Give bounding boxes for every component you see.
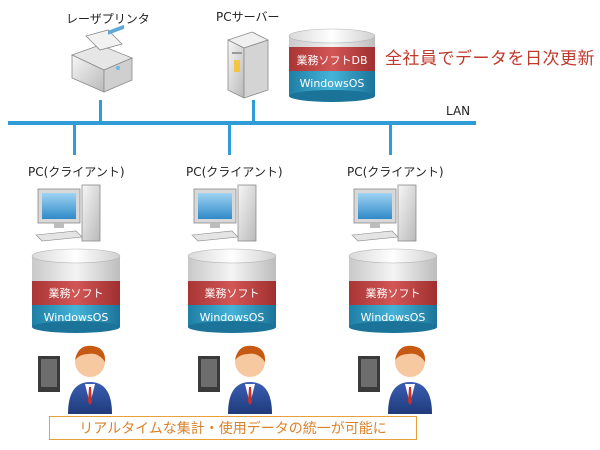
server-db-cylinder	[288, 28, 376, 102]
printer-label: レーザプリンタ	[66, 12, 150, 26]
user-3-icon	[358, 345, 432, 414]
footer-callout: リアルタイムな集計・使用データの統一が可能に	[49, 416, 417, 440]
client-3-cylinder	[348, 248, 438, 333]
client-2-os-label: WindowsOS	[200, 311, 265, 324]
client-2-app-label: 業務ソフト	[205, 286, 260, 300]
client-workstation-2-icon	[191, 184, 257, 242]
server-db-os-label: WindowsOS	[300, 77, 365, 90]
client-2-cylinder	[187, 248, 277, 333]
client-workstation-3-icon	[351, 184, 417, 242]
client-1-cylinder	[31, 248, 121, 333]
client-1-os-label: WindowsOS	[44, 311, 109, 324]
client-3-label: PC(クライアント)	[347, 165, 444, 179]
headline-text: 全社員でデータを日次更新	[385, 49, 595, 69]
footer-text: リアルタイムな集計・使用データの統一が可能に	[79, 421, 387, 437]
lan-label: LAN	[446, 104, 471, 118]
lan-backbone	[8, 100, 476, 155]
client-1-label: PC(クライアント)	[28, 165, 125, 179]
server-label: PCサーバー	[216, 10, 280, 24]
pc-server-icon	[226, 31, 270, 99]
laser-printer-icon	[70, 24, 134, 93]
client-workstation-1-icon	[35, 184, 101, 242]
server-db-app-label: 業務ソフトDB	[296, 53, 367, 67]
user-1-icon	[38, 345, 112, 414]
client-3-app-label: 業務ソフト	[366, 286, 421, 300]
client-2-label: PC(クライアント)	[186, 165, 283, 179]
client-1-app-label: 業務ソフト	[49, 286, 104, 300]
user-2-icon	[198, 345, 272, 414]
client-3-os-label: WindowsOS	[361, 311, 426, 324]
